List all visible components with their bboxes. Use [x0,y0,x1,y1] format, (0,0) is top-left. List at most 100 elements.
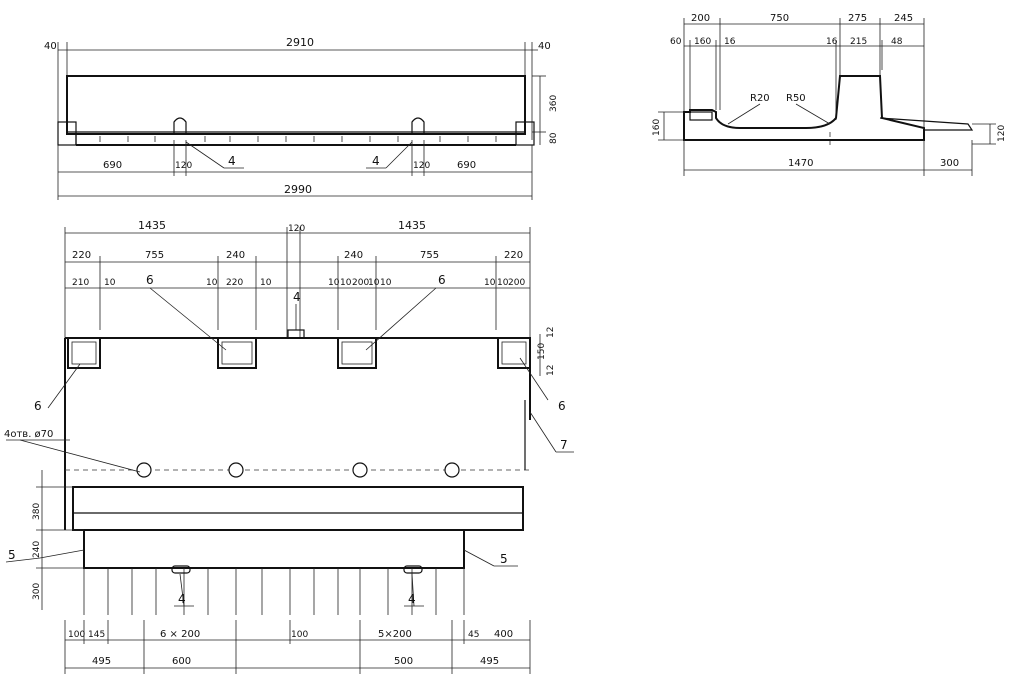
dim-left-segment: 690 [103,160,122,171]
callout-4-plan-top: 4 [293,290,301,304]
dim-plan-s-10b: 10 [206,278,218,288]
dim-plan-c-500: 500 [394,656,413,667]
dim-plan-s-10e: 10 [340,278,352,288]
dim-plan-s-220: 220 [226,278,243,288]
dim-plan-c-495: 495 [92,656,111,667]
hole-3 [352,462,368,478]
dim-plan-b-45: 45 [468,630,479,640]
lift-loop-plan-bl [171,565,191,574]
dim-plan-s-10c: 10 [260,278,272,288]
dim-sec-bottom-main: 1470 [788,158,813,169]
dim-plan-b-6x200: 6 × 200 [160,629,200,640]
callout-6-left: 6 [34,399,42,413]
dim-sec-sub-2: 160 [694,37,711,47]
elevation-view: 40 2910 40 360 80 [44,36,559,200]
dim-plan-r-755: 755 [420,250,439,261]
dim-sec-sub-3: 16 [724,37,736,47]
dim-plan-s-200b: 200 [508,278,525,288]
dim-sec-sub-4: 16 [826,37,838,47]
pocket-1 [67,337,101,369]
dim-plan-s-10f: 10 [368,278,380,288]
rebar-rods [83,568,465,615]
dim-sec-sub-6: 48 [891,37,903,47]
right-end-stub [515,121,535,146]
lift-loop-plan-top [287,329,305,339]
dim-plan-s-210: 210 [72,278,89,288]
dim-right-segment: 690 [457,160,476,171]
lift-loop-right [411,117,425,134]
pocket-2 [217,337,257,369]
dim-plan-c-600: 600 [172,656,191,667]
dim-plan-l-240: 240 [226,250,245,261]
label-radius-large: R50 [786,93,806,104]
dim-plan-lift-width: 120 [288,224,305,234]
dim-plan-h-240: 240 [32,541,42,558]
dim-right-lift: 120 [413,161,430,171]
callout-6-top-left: 6 [146,273,154,287]
dim-plan-h-300: 300 [32,583,42,600]
dim-plan-s-10h: 10 [484,278,496,288]
hole-1 [136,462,152,478]
dim-plan-r-240: 240 [344,250,363,261]
dim-plan-s-10i: 10 [497,278,509,288]
callout-5-right: 5 [500,552,508,566]
callout-4-plan-bottom-right: 4 [408,592,416,606]
callout-6-right: 6 [558,399,566,413]
dim-sec-sub-5: 215 [850,37,867,47]
label-radius-small: R20 [750,93,770,104]
dim-sec-left-height: 160 [652,119,662,136]
dim-left-end: 40 [44,41,57,52]
callout-5-left: 5 [8,548,16,562]
dim-sec-top-1: 200 [691,13,710,24]
dim-plan-c-495b: 495 [480,656,499,667]
dim-plan-b-400: 400 [494,629,513,640]
dim-sec-sub-1: 60 [670,37,682,47]
dim-sec-top-2: 750 [770,13,789,24]
hole-4 [444,462,460,478]
callout-4-elev-right: 4 [372,154,380,168]
dim-total-bottom: 2990 [284,183,312,196]
dim-plan-half-right: 1435 [398,219,426,232]
left-end-stub [57,121,77,146]
dim-plan-b-145: 145 [88,630,105,640]
dim-sec-top-3: 275 [848,13,867,24]
hole-2 [228,462,244,478]
callout-6-top-right: 6 [438,273,446,287]
dim-plan-side-12b: 12 [546,365,556,376]
dim-plan-r-220: 220 [504,250,523,261]
dim-plan-s-10a: 10 [104,278,116,288]
dim-sec-top-4: 245 [894,13,913,24]
dim-height-upper: 360 [549,95,559,112]
dim-height-lower: 80 [549,132,559,144]
dim-sec-right-height: 120 [997,125,1007,142]
dim-plan-s-10d: 10 [328,278,340,288]
lift-loop-left [173,117,187,134]
dim-plan-side-150: 150 [537,343,547,360]
dim-left-lift: 120 [175,161,192,171]
cross-section-view: 200 750 275 245 60 160 16 16 215 48 R20 … [652,13,1007,176]
pocket-4 [497,337,531,369]
dim-plan-l-220: 220 [72,250,91,261]
dim-plan-s-200a: 200 [352,278,369,288]
note-holes: 4отв. ø70 [4,429,53,440]
pocket-3 [337,337,377,369]
plan-view: 1435 120 1435 220 755 240 240 755 220 21… [4,219,574,674]
callout-4-elev-left: 4 [228,154,236,168]
lift-loop-plan-br [403,565,423,574]
dim-plan-h-380: 380 [32,503,42,520]
dim-sec-bottom-ext: 300 [940,158,959,169]
dim-plan-side-12: 12 [546,327,556,338]
plan-lower-body [83,529,465,569]
dim-plan-b-100: 100 [68,630,85,640]
dim-plan-b-5x200: 5×200 [378,629,412,640]
section-lip [689,111,713,121]
dim-plan-s-10g: 10 [380,278,392,288]
plan-channel [72,486,524,531]
dim-plan-l-755: 755 [145,250,164,261]
dim-right-end: 40 [538,41,551,52]
callout-7: 7 [560,438,568,452]
dim-total-top: 2910 [286,36,314,49]
dim-plan-b-100b: 100 [291,630,308,640]
callout-4-plan-bottom-left: 4 [178,592,186,606]
